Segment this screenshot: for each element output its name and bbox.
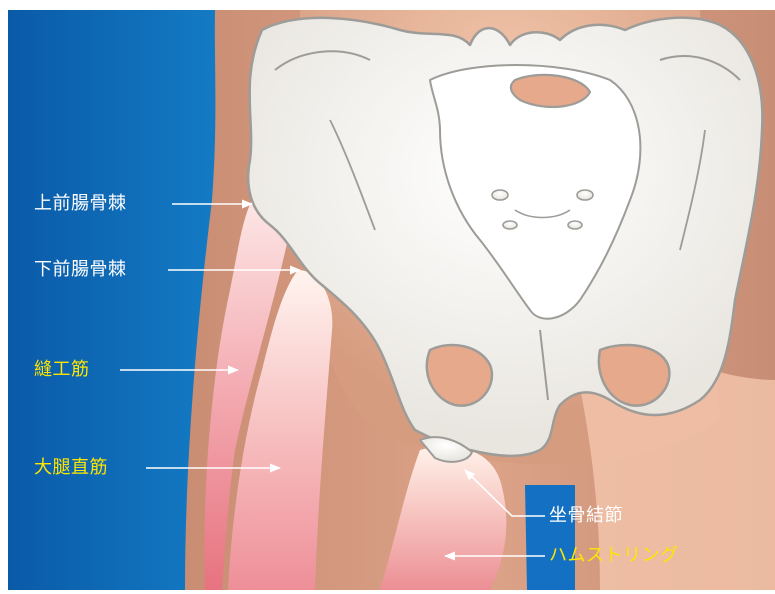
label-rectus-femoris: 大腿直筋: [34, 457, 108, 479]
label-sartorius: 縫工筋: [34, 359, 90, 381]
label-aiis: 下前腸骨棘: [34, 259, 127, 281]
label-asis: 上前腸骨棘: [34, 193, 127, 215]
label-ischial-tuberosity: 坐骨結節: [549, 505, 623, 527]
label-hamstrings: ハムストリング: [549, 545, 679, 567]
leg-gap: [525, 485, 575, 590]
